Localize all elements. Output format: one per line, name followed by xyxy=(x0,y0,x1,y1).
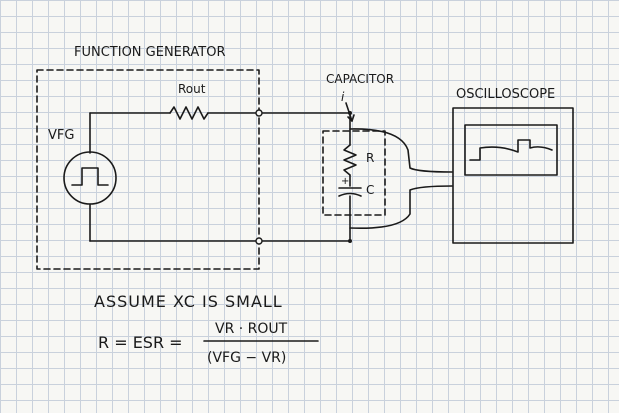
function-generator-box xyxy=(36,69,260,270)
cap-plate-bottom xyxy=(338,192,362,197)
oscilloscope-body xyxy=(452,107,574,244)
square-wave-icon xyxy=(71,167,109,186)
assumption-note: ASSUME XC IS SMALL xyxy=(94,292,283,311)
capacitor-label: CAPACITOR xyxy=(326,72,394,86)
waveform-trace xyxy=(469,139,553,161)
node-top xyxy=(348,111,352,115)
probe-wire-bottom xyxy=(349,185,453,230)
capacitor-model-box xyxy=(322,130,386,216)
formula-numerator: VR · ROUT xyxy=(215,321,288,337)
bottom-terminal xyxy=(255,237,263,245)
rout-label: Rout xyxy=(178,82,206,96)
current-label: i xyxy=(341,90,345,104)
node-bottom xyxy=(348,239,352,243)
oscilloscope-screen xyxy=(464,124,558,176)
oscilloscope-label: OSCILLOSCOPE xyxy=(456,87,555,102)
esr-resistor xyxy=(343,144,357,176)
rout-resistor xyxy=(169,106,209,120)
voltage-source xyxy=(63,151,117,205)
vfg-label: VFG xyxy=(48,128,74,143)
formula-lhs: R = ESR = xyxy=(98,333,183,352)
c-label: C xyxy=(366,183,374,197)
r-label: R xyxy=(366,151,374,165)
plus-label: + xyxy=(341,176,349,187)
probe-wire-top xyxy=(349,128,453,173)
formula-denominator: (VFG − VR) xyxy=(207,350,286,366)
top-terminal xyxy=(255,109,263,117)
function-generator-label: FUNCTION GENERATOR xyxy=(74,45,225,60)
